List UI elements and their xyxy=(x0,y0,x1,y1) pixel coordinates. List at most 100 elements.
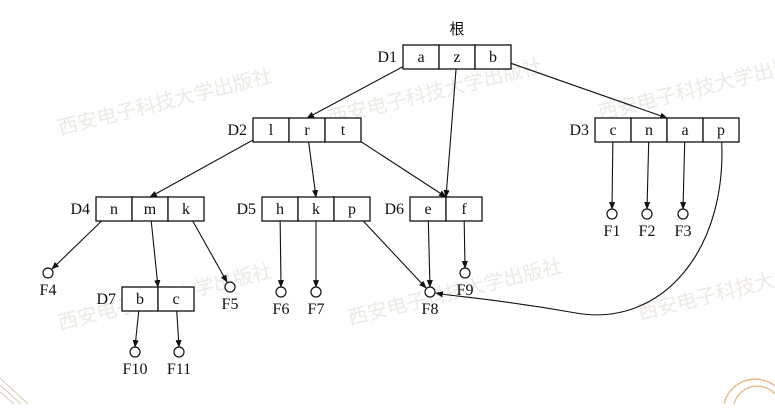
leaf-f6: F6 xyxy=(273,286,290,318)
edge-arrow xyxy=(426,208,433,288)
node-d4: D4 n m k xyxy=(70,196,205,222)
cell-key: n xyxy=(110,201,118,218)
watermark-text: 西安电子科技大学出版社 xyxy=(345,253,564,330)
leaf-label: F11 xyxy=(167,361,191,378)
leaf-f10: F10 xyxy=(123,346,148,378)
edge-arrow xyxy=(149,129,272,198)
edge-arrow xyxy=(443,56,458,198)
leaf-label: F1 xyxy=(604,223,621,240)
edge-arrow-curved xyxy=(435,129,723,316)
leaf-label: F7 xyxy=(308,301,325,318)
cell-key: r xyxy=(304,122,310,139)
leaf-circle xyxy=(224,281,236,293)
leaf-f7: F7 xyxy=(308,286,325,318)
cell-key: p xyxy=(717,122,725,139)
leaf-circle xyxy=(310,286,322,298)
leaf-label: F4 xyxy=(40,282,57,299)
leaf-label: F10 xyxy=(123,361,148,378)
leaf-f11: F11 xyxy=(167,346,191,378)
edge-arrow xyxy=(609,129,616,210)
cell-key: b xyxy=(489,49,497,66)
node-d1: D1 a z b xyxy=(377,44,512,70)
leaf-circle xyxy=(606,208,618,220)
node-cell xyxy=(666,117,704,143)
leaf-f4: F4 xyxy=(40,267,57,299)
node-cell xyxy=(157,286,195,312)
node-d2: D2 l r t xyxy=(227,117,362,143)
node-cell xyxy=(95,196,133,222)
node-label: D4 xyxy=(70,201,90,218)
leaf-label: F8 xyxy=(422,301,439,318)
node-cell xyxy=(474,44,512,70)
leaf-f8: F8 xyxy=(422,286,439,318)
cell-key: c xyxy=(172,291,179,308)
node-cell xyxy=(324,117,362,143)
node-d3: D3 c n a p xyxy=(569,117,740,143)
cell-key: n xyxy=(645,122,653,139)
node-cell xyxy=(594,117,632,143)
corner-seal-right xyxy=(723,378,775,405)
cell-key: a xyxy=(417,49,424,66)
node-label: D5 xyxy=(236,201,256,218)
node-label: D6 xyxy=(384,201,404,218)
leaf-f3: F3 xyxy=(675,208,692,240)
leaf-label: F9 xyxy=(457,282,474,299)
leaf-circle xyxy=(459,267,471,279)
leaf-circle xyxy=(129,346,141,358)
leaf-circle xyxy=(677,208,689,220)
node-cell xyxy=(402,44,440,70)
leaf-label: F5 xyxy=(222,296,239,313)
leaf-f2: F2 xyxy=(639,208,656,240)
leaf-f9: F9 xyxy=(457,267,474,299)
node-cell xyxy=(630,117,668,143)
leaf-circle xyxy=(173,346,185,358)
leaf-label: F2 xyxy=(639,223,656,240)
cell-key: k xyxy=(182,201,190,218)
edge-arrow xyxy=(149,208,161,288)
watermark-text: 西安电子科技大学出版社 xyxy=(635,248,775,325)
node-cell xyxy=(261,196,299,222)
cell-key: b xyxy=(136,291,144,308)
cell-key: c xyxy=(609,122,616,139)
node-label: D3 xyxy=(569,122,589,139)
edge-arrow xyxy=(306,56,422,119)
edge-arrow xyxy=(492,56,668,119)
edge-arrow xyxy=(277,208,284,288)
leaf-label: F6 xyxy=(273,301,290,318)
cell-key: t xyxy=(341,122,346,139)
node-cell xyxy=(167,196,205,222)
node-cell xyxy=(702,117,740,143)
cell-key: z xyxy=(453,49,460,66)
node-label: D2 xyxy=(227,122,247,139)
node-cell xyxy=(252,117,290,143)
node-cell xyxy=(288,117,326,143)
cell-key: m xyxy=(144,201,157,218)
node-label: D7 xyxy=(96,291,116,308)
cell-key: l xyxy=(269,122,274,139)
edges xyxy=(51,56,723,348)
leaf-circle xyxy=(275,286,287,298)
edge-arrow xyxy=(680,129,687,210)
node-cell xyxy=(445,196,483,222)
cell-key: p xyxy=(348,201,356,218)
node-cell xyxy=(131,196,169,222)
leaf-circle xyxy=(641,208,653,220)
watermark-text: 西安电子科技大学出版社 xyxy=(595,48,775,125)
edge-arrow xyxy=(644,129,651,210)
cell-key: a xyxy=(681,122,688,139)
edge-arrow xyxy=(351,208,427,289)
root-label: 根 xyxy=(449,20,464,38)
leaf-label: F3 xyxy=(675,223,692,240)
node-d6: D6 e f xyxy=(384,196,483,222)
cell-key: e xyxy=(424,201,431,218)
node-label: D1 xyxy=(377,49,397,66)
cell-key: f xyxy=(461,201,467,218)
leaf-circle xyxy=(42,267,54,279)
leaf-f1: F1 xyxy=(604,208,621,240)
leaf-f5: F5 xyxy=(222,281,239,313)
cell-key: h xyxy=(276,201,284,218)
